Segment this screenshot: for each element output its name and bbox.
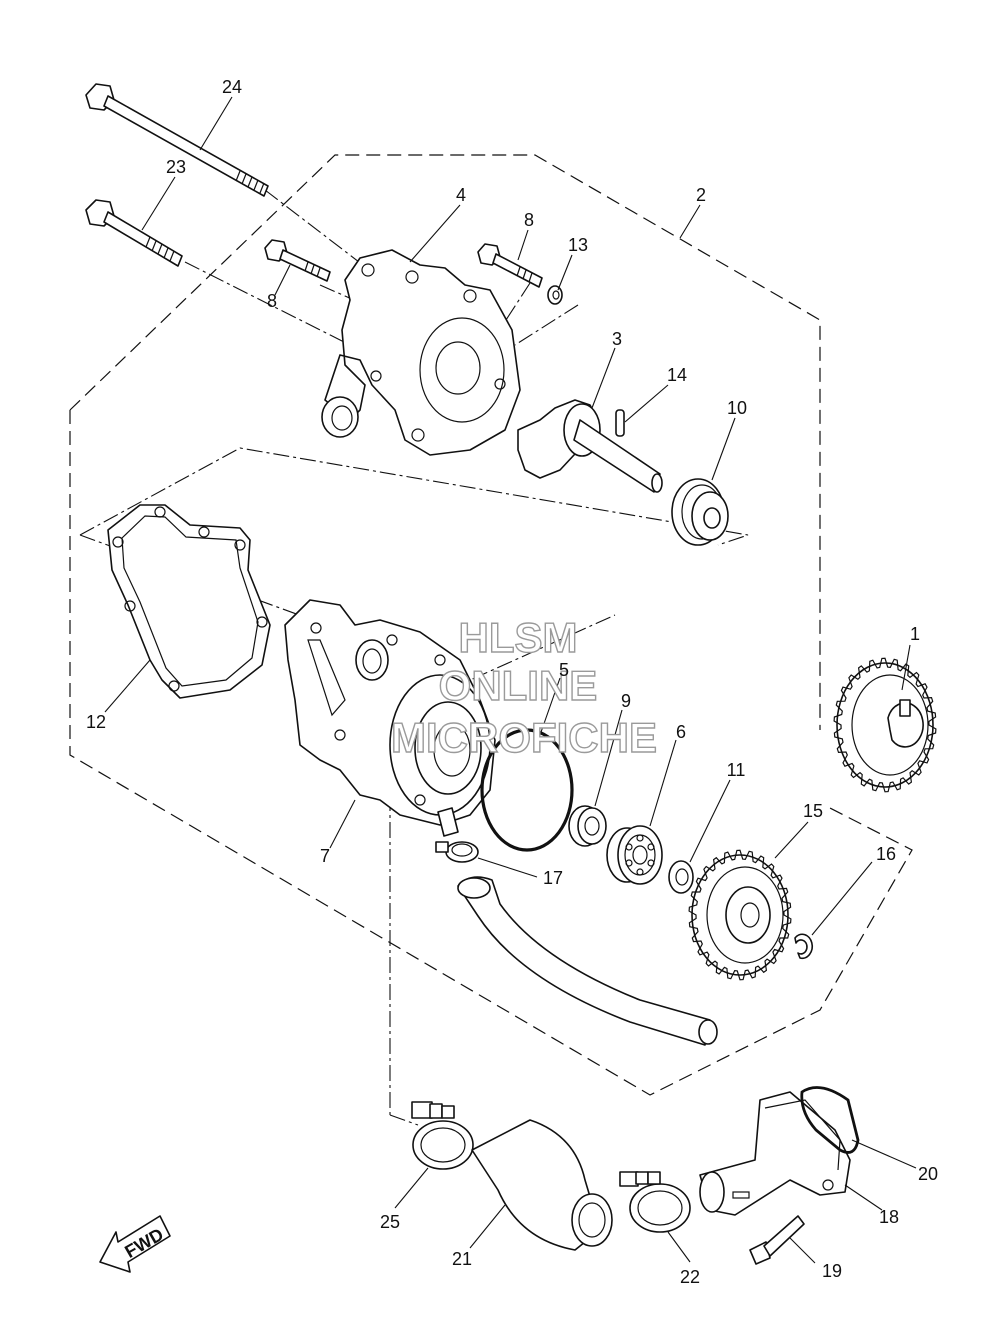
callout-21: 21	[452, 1249, 472, 1269]
watermark-line1: HLSM	[459, 614, 578, 661]
seal-9	[568, 805, 607, 847]
callout-18: 18	[879, 1207, 899, 1227]
callout-7: 7	[320, 846, 330, 866]
washer-13	[547, 285, 563, 305]
callout-15: 15	[803, 801, 823, 821]
clamp-17	[435, 841, 479, 863]
callout-13: 13	[568, 235, 588, 255]
callout-6: 6	[676, 722, 686, 742]
o-ring-5	[480, 728, 574, 852]
callout-8-right: 8	[524, 210, 534, 230]
circlip-16	[794, 933, 814, 960]
hose	[457, 876, 718, 1046]
callouts: 24 23 4 2 8 13 8 3 14 10 1 5 9 12 6 11 1…	[86, 77, 938, 1287]
gear-1	[833, 657, 937, 793]
o-ring-20	[800, 1086, 860, 1154]
callout-22: 22	[680, 1267, 700, 1287]
gear-15	[688, 849, 792, 981]
callout-2: 2	[696, 185, 706, 205]
callout-8-left: 8	[267, 291, 277, 311]
callout-14: 14	[667, 365, 687, 385]
callout-3: 3	[612, 329, 622, 349]
callout-17: 17	[543, 868, 563, 888]
assembly-outline	[69, 154, 913, 1096]
pipe-18	[699, 1091, 851, 1216]
oil-seal-10	[671, 478, 729, 546]
callout-4: 4	[456, 185, 466, 205]
pump-cover-4	[321, 249, 521, 456]
callout-1: 1	[910, 624, 920, 644]
watermark-line2: ONLINE	[439, 662, 598, 709]
bolt-19	[749, 1215, 805, 1265]
washer-11	[668, 860, 694, 894]
callout-9: 9	[621, 691, 631, 711]
watermark-line3: MICROFICHE	[391, 714, 657, 761]
bolt-24	[85, 83, 269, 197]
callout-20: 20	[918, 1164, 938, 1184]
bolt-23	[85, 199, 183, 267]
clamp-22	[619, 1171, 691, 1233]
gasket-12	[107, 504, 271, 699]
callout-12: 12	[86, 712, 106, 732]
fwd-arrow: FWD	[99, 1215, 171, 1273]
callout-24: 24	[222, 77, 242, 97]
pump-housing-7	[284, 599, 496, 837]
pin-14	[615, 409, 625, 437]
leader-lines	[104, 96, 917, 1264]
watermark: HLSM ONLINE MICROFICHE	[390, 613, 657, 761]
callout-11: 11	[727, 760, 746, 780]
impeller-shaft-3	[517, 399, 663, 493]
callout-5: 5	[559, 660, 569, 680]
callout-10: 10	[727, 398, 747, 418]
callout-16: 16	[876, 844, 896, 864]
clamp-25	[411, 1101, 474, 1170]
callout-23: 23	[166, 157, 186, 177]
bolt-8-right	[477, 243, 543, 288]
pipe-21	[471, 1119, 613, 1251]
bearing-6	[606, 825, 663, 885]
callout-19: 19	[822, 1261, 842, 1281]
callout-25: 25	[380, 1212, 400, 1232]
bolt-8-left	[264, 239, 331, 282]
